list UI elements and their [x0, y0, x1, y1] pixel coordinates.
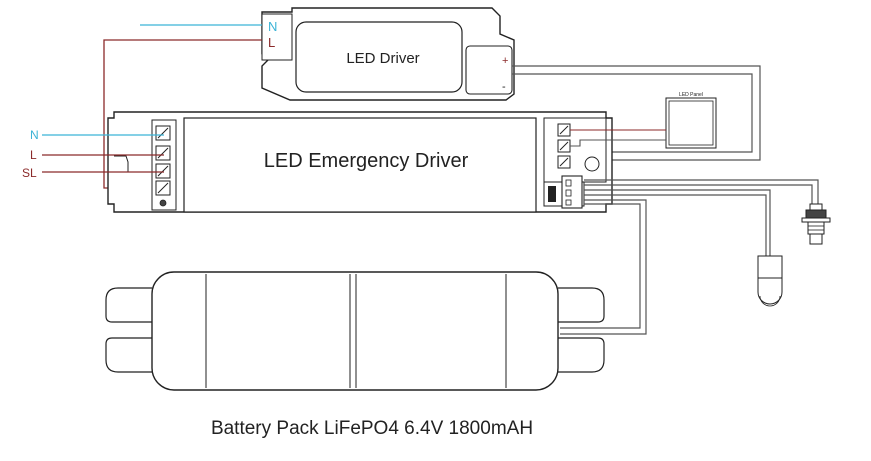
- led-driver-minus-mark: -: [502, 81, 506, 93]
- output-terminal-screw: [584, 156, 600, 172]
- emergency-driver-label-panel: [183, 117, 537, 213]
- led-indicator-icon: [757, 255, 783, 279]
- led-driver: LED Driver N L + -: [261, 7, 515, 101]
- connector-plug[interactable]: [561, 175, 583, 209]
- led-driver-terminal-block: [261, 13, 293, 61]
- wire-driver-out-positive: [512, 65, 761, 161]
- emergency-driver-title: LED Emergency Driver: [264, 150, 469, 172]
- battery-clip-left-bottom: [105, 337, 152, 373]
- terminal-screw: [159, 199, 167, 207]
- output-terminal-block: [543, 117, 607, 183]
- input-wiring: N L SL: [22, 128, 164, 180]
- battery-clip-right-top: [558, 287, 605, 323]
- output-terminals: [557, 123, 600, 172]
- emergency-driver: LED Emergency Driver: [107, 111, 613, 213]
- indicator-led: [757, 255, 783, 307]
- led-driver-terminal-l: L: [268, 35, 275, 50]
- battery-caption: Battery Pack LiFePO4 6.4V 1800mAH: [211, 418, 533, 439]
- input-label-n: N: [30, 128, 39, 142]
- cable-indicator-a: [584, 189, 771, 256]
- cable-test-switch-b: [584, 184, 813, 206]
- test-switch[interactable]: [801, 203, 831, 245]
- battery-clip-right-bottom: [558, 337, 605, 373]
- led-panel-body: [668, 100, 714, 146]
- cable-battery-b: [560, 203, 641, 329]
- battery-clip-left-top: [105, 287, 152, 323]
- led-driver-terminal-n: N: [268, 19, 277, 34]
- wire-driver-out-negative: [512, 73, 753, 153]
- led-driver-label-panel: [295, 21, 463, 93]
- battery-pack: [105, 271, 605, 391]
- input-terminals: [155, 125, 171, 207]
- battery-body: [151, 271, 559, 391]
- led-driver-output-box: [465, 45, 513, 95]
- cable-battery-a: [560, 199, 647, 335]
- led-panel-label: LED Panel: [679, 92, 703, 98]
- cable-test-switch-a: [584, 179, 819, 206]
- cable-indicator-b: [584, 194, 767, 256]
- led-driver-plus-mark: +: [502, 55, 508, 67]
- led-panel: LED Panel: [665, 92, 717, 149]
- input-label-l: L: [30, 148, 37, 162]
- wire-panel-negative: [570, 139, 666, 147]
- led-driver-title: LED Driver: [346, 50, 419, 67]
- input-label-sl: SL: [22, 166, 37, 180]
